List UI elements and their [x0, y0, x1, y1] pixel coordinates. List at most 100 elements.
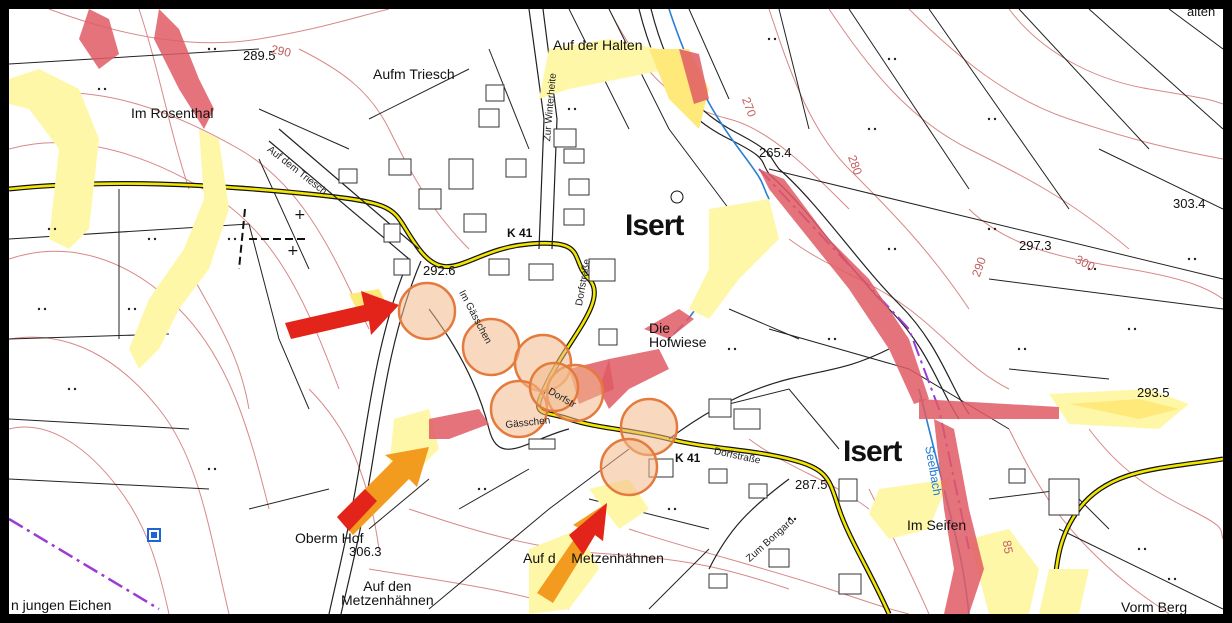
dot — [1127, 327, 1131, 331]
dot — [827, 337, 831, 341]
flood-band — [1069, 399, 1179, 419]
place-label-oberm-hof: Oberm Hof — [295, 530, 364, 546]
contour-line — [768, 9, 970, 310]
road-ref-k41-south: K 41 — [675, 451, 701, 465]
parcel-line — [728, 308, 800, 340]
building — [708, 398, 732, 418]
place-label-aufm-triesch: Aufm Triesch — [373, 66, 455, 82]
parcel-line — [928, 9, 1070, 210]
place-label-auf-der-halten: Auf der Halten — [553, 37, 643, 53]
building — [838, 573, 862, 595]
impact-circle[interactable] — [528, 361, 580, 413]
place-label-isert-south: Isert — [843, 435, 902, 468]
building — [553, 128, 577, 148]
church-icon — [670, 190, 684, 204]
dot — [37, 307, 41, 311]
flood-band — [689, 199, 779, 319]
impact-circle[interactable] — [461, 317, 521, 377]
parcel-line — [258, 158, 310, 270]
flood-band — [679, 49, 709, 104]
cross-symbol: + — [294, 207, 306, 223]
dot — [233, 237, 237, 241]
parcel-line — [1098, 148, 1223, 210]
contour-line — [788, 238, 1010, 390]
parcel-line — [1168, 9, 1223, 50]
dot — [793, 517, 797, 521]
building — [708, 468, 728, 484]
dot — [67, 387, 71, 391]
dot — [573, 107, 577, 111]
contour-line — [48, 9, 390, 44]
contour-line — [308, 388, 380, 550]
parcel-line — [9, 48, 260, 65]
dot — [103, 87, 107, 91]
contour-line — [828, 9, 1130, 250]
dot — [47, 227, 51, 231]
dot — [987, 117, 991, 121]
parcel-line — [258, 108, 350, 150]
elevation-293-5: 293.5 — [1137, 385, 1170, 400]
parcel-line — [368, 68, 470, 120]
topographic-map[interactable]: + + — [9, 9, 1223, 614]
fence-dashed-icon — [238, 208, 309, 270]
building — [505, 158, 527, 178]
flood-band — [154, 9, 214, 129]
dot — [887, 57, 891, 61]
flood-band — [644, 309, 694, 339]
symbols: + + — [147, 190, 684, 542]
flood-band — [919, 399, 1059, 419]
dot — [207, 47, 211, 51]
parcel-line — [368, 478, 430, 530]
parcel-line — [488, 48, 530, 150]
elevation-287-5: 287.5 — [795, 477, 828, 492]
building — [418, 188, 442, 210]
flow-arrow-red-3 — [569, 503, 607, 555]
dot — [1137, 547, 1141, 551]
dot — [733, 347, 737, 351]
contour-line — [608, 9, 850, 210]
flood-band — [129, 129, 229, 369]
dot — [147, 237, 151, 241]
dot — [483, 487, 487, 491]
contour-line — [9, 336, 230, 614]
dot — [893, 57, 897, 61]
building — [563, 208, 585, 226]
building — [528, 438, 556, 450]
dot — [1193, 257, 1197, 261]
contour-line — [9, 250, 270, 510]
dot — [207, 467, 211, 471]
impact-circle[interactable] — [397, 281, 457, 341]
flow-arrow-red — [285, 291, 399, 339]
parcel-line — [708, 388, 840, 450]
flood-band — [429, 409, 489, 439]
parcel-line — [778, 9, 810, 130]
impact-circles[interactable] — [397, 281, 679, 497]
dot — [153, 237, 157, 241]
impact-circle[interactable] — [599, 437, 659, 497]
dot — [993, 117, 997, 121]
parcel-line — [458, 468, 530, 510]
street-west — [328, 258, 410, 614]
parcel-line — [768, 168, 1223, 280]
dot — [133, 307, 137, 311]
contour-line — [9, 92, 370, 330]
flow-arrows — [285, 291, 607, 603]
building — [338, 168, 358, 184]
contour-line — [9, 426, 170, 614]
dot — [773, 37, 777, 41]
dot — [477, 487, 481, 491]
building — [1048, 478, 1080, 516]
dot — [1187, 257, 1191, 261]
flood-band — [9, 69, 99, 249]
parcel-line — [1088, 9, 1223, 130]
place-label-alten: alten — [1187, 9, 1216, 19]
flow-arrow-red-2 — [337, 489, 377, 531]
building — [528, 263, 554, 281]
dot — [667, 507, 671, 511]
dot — [993, 227, 997, 231]
elevation-303-4: 303.4 — [1173, 196, 1206, 211]
parcel-line — [248, 488, 330, 510]
parcel-line — [648, 548, 710, 610]
dot — [73, 387, 77, 391]
parcel-line — [1058, 528, 1223, 610]
